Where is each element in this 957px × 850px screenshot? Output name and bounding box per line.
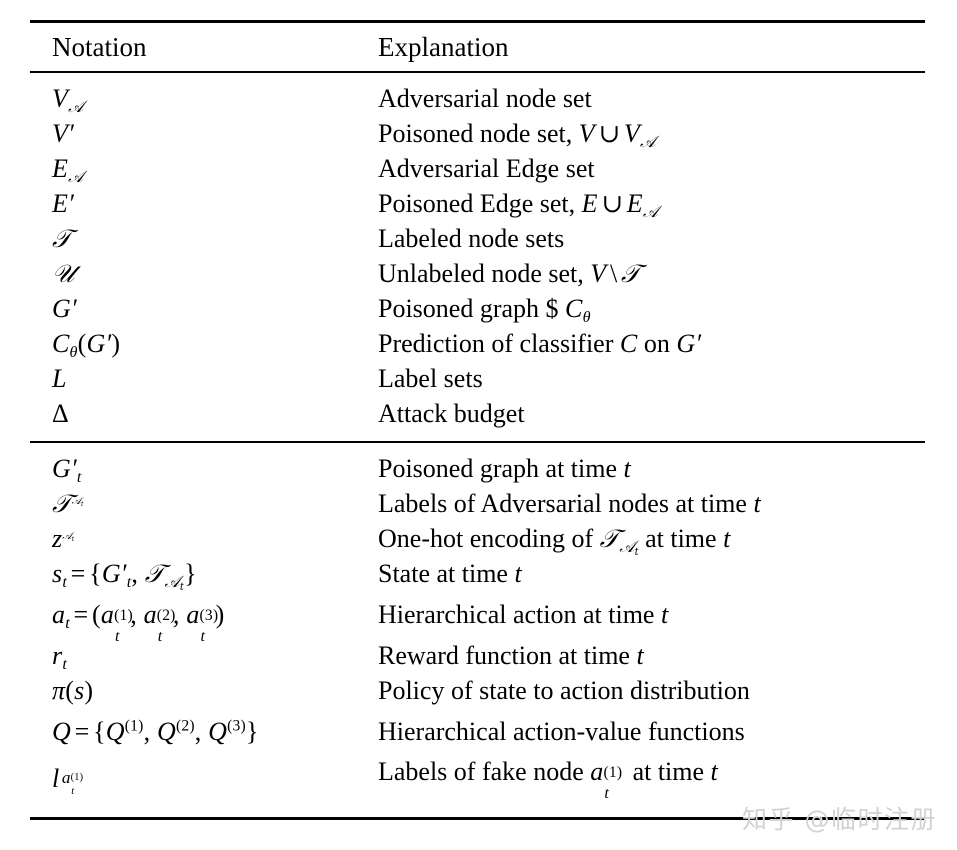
explanation-cell: Reward function at time t — [378, 640, 644, 670]
explanation-cell: Unlabeled node set, V\𝒯 — [378, 258, 641, 288]
explanation-cell: Adversarial node set — [378, 83, 592, 113]
notation-cell: π(s) — [52, 675, 94, 705]
table-row: at=(a(1)t, a(2)t, a(3)t) Hierarchical ac… — [30, 591, 925, 645]
table-row: E′ Poisoned Edge set, E∪E𝒜 — [30, 186, 925, 221]
table-row: L Label sets — [30, 361, 925, 396]
table-row: Δ Attack budget — [30, 396, 925, 431]
notation-cell: V′ — [52, 118, 74, 148]
notation-cell: Cθ(G′) — [52, 328, 121, 361]
table-row: 𝒯 Labeled node sets — [30, 221, 925, 256]
table-bottom-rule — [30, 817, 925, 820]
explanation-cell: Label sets — [378, 363, 483, 393]
table-row: st={G′t, 𝒯𝒜t} State at time t — [30, 556, 925, 593]
explanation-cell: Poisoned graph at time t — [378, 453, 631, 483]
notation-cell: 𝒰 — [52, 258, 76, 288]
notation-cell: rt — [52, 640, 68, 673]
table-row: Q={Q(1), Q(2), Q(3)} Hierarchical action… — [30, 708, 925, 755]
table-row: Cθ(G′) Prediction of classifier C on G′ — [30, 326, 925, 361]
notation-cell: E𝒜 — [52, 153, 84, 186]
explanation-cell: Poisoned Edge set, E∪E𝒜 — [378, 188, 659, 221]
table-row: 𝒰 Unlabeled node set, V\𝒯 — [30, 256, 925, 291]
notation-cell: G′t — [52, 453, 82, 486]
table-row: π(s) Policy of state to action distribut… — [30, 673, 925, 708]
notation-cell: Q={Q(1), Q(2), Q(3)} — [52, 716, 259, 746]
header-label-notation: Notation — [52, 32, 147, 62]
explanation-cell: Policy of state to action distribution — [378, 675, 750, 705]
notation-cell: E′ — [52, 188, 74, 218]
notation-cell: at=(a(1)t, a(2)t, a(3)t) — [52, 599, 225, 645]
notation-cell: G′ — [52, 293, 77, 323]
notation-cell: V𝒜 — [52, 83, 84, 116]
zhihu-watermark: 知乎 @临时注册 — [742, 805, 937, 834]
explanation-cell: Labeled node sets — [378, 223, 565, 253]
explanation-cell: Prediction of classifier C on G′ — [378, 328, 702, 358]
table-row: E𝒜 Adversarial Edge set — [30, 151, 925, 186]
explanation-cell: State at time t — [378, 558, 522, 588]
explanation-cell: Hierarchical action-value functions — [378, 716, 745, 746]
table-row: rt Reward function at time t — [30, 638, 925, 673]
explanation-cell: Labels of Adversarial nodes at time t — [378, 488, 761, 518]
header-cell-explanation: Explanation — [378, 23, 918, 71]
table-top-rule — [30, 20, 925, 23]
explanation-cell: Poisoned graph $ Cθ — [378, 293, 591, 326]
notation-cell: st={G′t, 𝒯𝒜t} — [52, 558, 197, 593]
table-row: G′ Poisoned graph $ Cθ — [30, 291, 925, 326]
notation-cell: L — [52, 363, 67, 393]
explanation-cell: Hierarchical action at time t — [378, 599, 669, 629]
notation-table: Notation Explanation V𝒜 Adversarial node… — [30, 20, 925, 820]
table-header-rule — [30, 71, 925, 73]
explanation-cell: Attack budget — [378, 398, 525, 428]
table-row: G′t Poisoned graph at time t — [30, 451, 925, 486]
notation-cell: Δ — [52, 398, 69, 428]
table-header-row: Notation Explanation — [30, 23, 925, 71]
header-cell-notation: Notation — [52, 23, 382, 71]
explanation-cell: Poisoned node set, V∪V𝒜 — [378, 118, 656, 151]
notation-cell: 𝒯 — [52, 223, 72, 253]
table-section-static: V𝒜 Adversarial node set V′ Poisoned node… — [30, 73, 925, 441]
header-label-explanation: Explanation — [378, 32, 509, 62]
table-section-rule — [30, 441, 925, 443]
table-row: V𝒜 Adversarial node set — [30, 81, 925, 116]
explanation-cell: Adversarial Edge set — [378, 153, 595, 183]
table-row: V′ Poisoned node set, V∪V𝒜 — [30, 116, 925, 151]
explanation-cell: Labels of fake node a(1)t at time t — [378, 757, 718, 803]
explanation-cell: One-hot encoding of 𝒯𝒜t at time t — [378, 523, 731, 558]
